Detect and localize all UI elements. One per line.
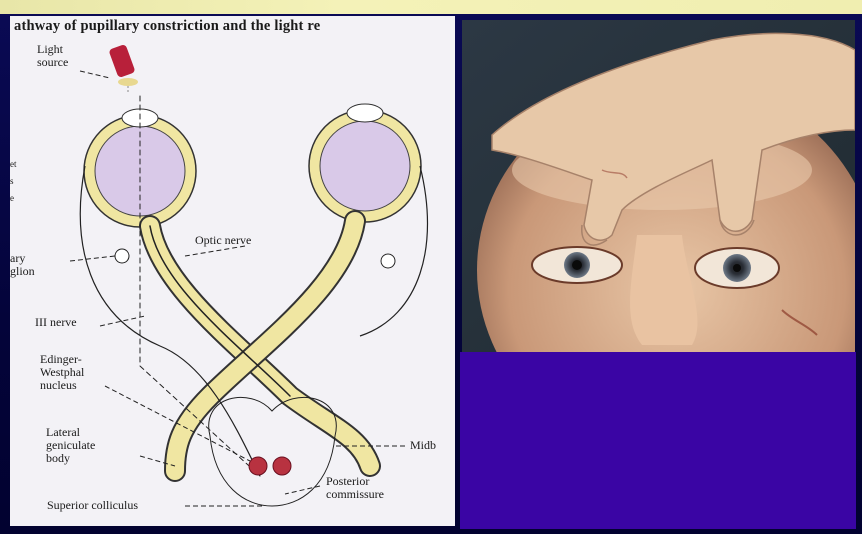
label-edinger-westphal: Edinger- Westphal nucleus	[40, 353, 84, 392]
label-posterior-commissure: Posterior commissure	[326, 475, 384, 501]
right-eyeball	[309, 104, 421, 222]
label-left-edge-2: ary glion	[10, 252, 35, 278]
right-ciliary-ganglion	[381, 254, 395, 268]
label-optic-nerve: Optic nerve	[195, 234, 251, 247]
left-ciliary-ganglion	[115, 249, 129, 263]
label-lateral-geniculate: Lateral geniculate body	[46, 426, 95, 465]
label-midbrain: Midb	[410, 439, 436, 452]
label-third-nerve: III nerve	[35, 316, 77, 329]
label-light-source: Light source	[37, 43, 68, 69]
photo-drawing	[462, 20, 855, 353]
title-strip	[0, 0, 862, 14]
pupillary-pathway-diagram: athway of pupillary constriction and the…	[10, 16, 455, 526]
edinger-westphal-nuclei	[249, 457, 291, 475]
label-left-edge-1: et s e	[10, 156, 17, 207]
diagram-caption: athway of pupillary constriction and the…	[14, 18, 320, 35]
light-source-icon	[108, 44, 138, 94]
label-superior-colliculus: Superior colliculus	[47, 499, 138, 512]
patient-eye-photo	[462, 20, 855, 353]
blank-purple-panel	[460, 352, 856, 529]
